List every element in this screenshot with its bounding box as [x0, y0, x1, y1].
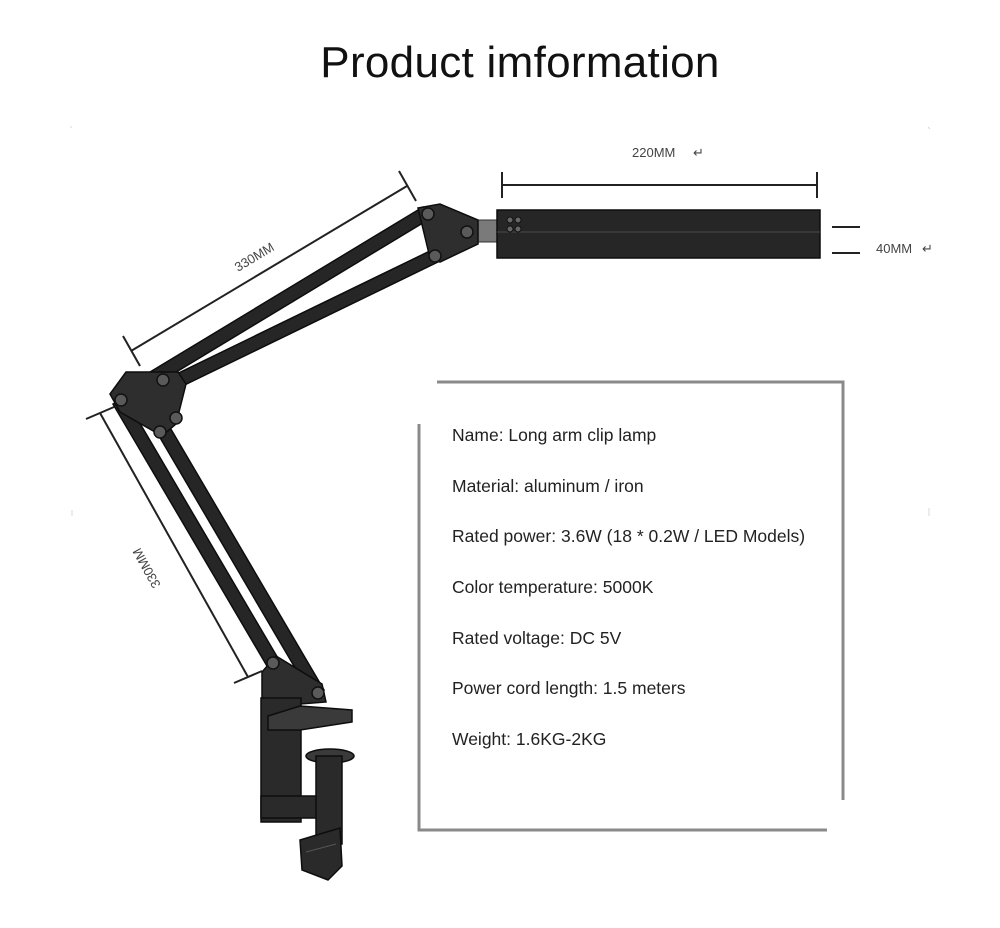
elbow-joint [109, 371, 187, 439]
spec-label: Color temperature [452, 577, 594, 598]
spec-value: 1.6KG-2KG [515, 729, 607, 750]
spec-item-power-cord-length: Power cord length: 1.5 meters [452, 678, 686, 699]
spec-item-rated-voltage: Rated voltage: DC 5V [452, 627, 622, 648]
spec-label: Weight [452, 729, 507, 750]
spec-label: Rated power [452, 526, 552, 547]
spec-label: Material [452, 475, 515, 496]
spec-label: Name [452, 425, 499, 445]
dimension-label-lower-arm: 330MM [129, 546, 163, 591]
spec-value: 5000K [602, 577, 654, 598]
page-title: Product imformation [320, 38, 720, 87]
dimension-label-head-height: 40MM [876, 241, 912, 256]
spec-item-material: Material: aluminum / iron [452, 475, 644, 496]
spec-item-weight: Weight: 1.6KG-2KG [452, 729, 607, 750]
spec-label: Rated voltage [452, 627, 560, 648]
dimension-head-height: 40MM ↵ [832, 226, 933, 256]
dimension-label-upper-arm: 330MM [232, 239, 277, 274]
spec-item-rated-power: Rated power: 3.6W (18 * 0.2W / LED Model… [452, 526, 806, 547]
lamp-head [476, 209, 821, 259]
lower-arm [111, 397, 326, 696]
svg-text:↵: ↵ [922, 241, 933, 256]
spec-list: Name: Long arm clip lamp Material: alumi… [452, 424, 805, 779]
spec-value: DC 5V [569, 627, 622, 648]
dimension-label-head-length: 220MM [632, 145, 675, 160]
spec-value: 3.6W (18 * 0.2W / LED Models) [560, 526, 806, 547]
spec-value: 1.5 meters [602, 678, 686, 699]
desk-clamp [260, 655, 355, 881]
spec-item-color-temperature: Color temperature: 5000K [452, 577, 654, 598]
spec-value: Long arm clip lamp [508, 425, 657, 445]
spec-value: aluminum / iron [523, 475, 644, 496]
spec-label: Power cord length [452, 678, 594, 699]
corner-marks [70, 126, 931, 516]
dimension-head-length: 220MM ↵ [501, 145, 818, 198]
head-joint [417, 203, 479, 263]
spec-item-name: Name: Long arm clip lamp [452, 425, 657, 445]
spec-frame [417, 380, 845, 832]
svg-text:↵: ↵ [693, 145, 704, 160]
